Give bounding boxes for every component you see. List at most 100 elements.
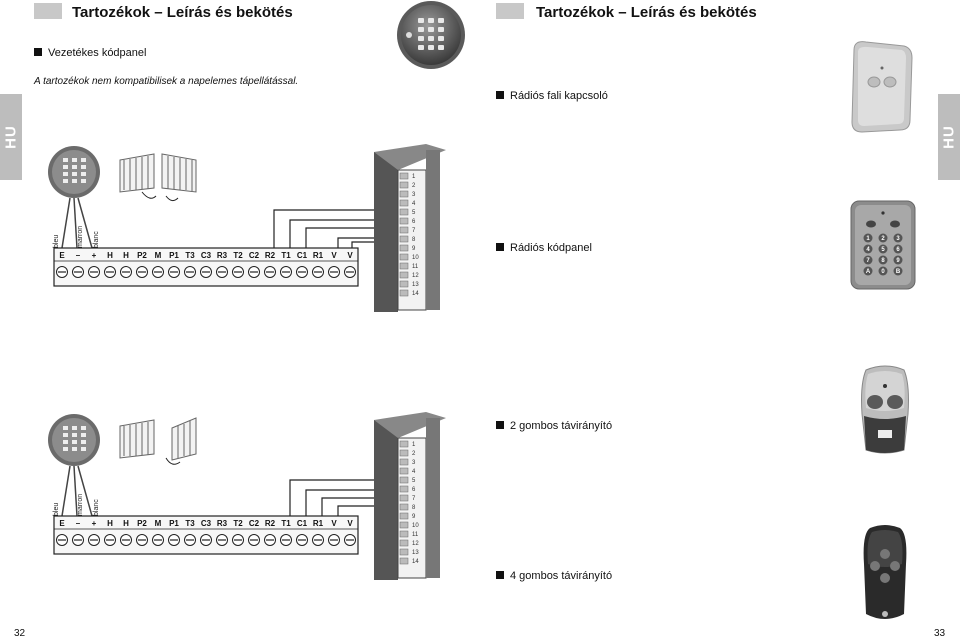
terminal-label: –: [76, 251, 81, 260]
keypad-key: [878, 244, 888, 254]
terminal-screw: [120, 266, 132, 278]
connector-number: 8: [412, 505, 416, 511]
terminal-label: E: [59, 251, 65, 260]
connector-pin: [399, 208, 409, 216]
terminal-label: C1: [297, 519, 308, 528]
terminal-screw: [168, 534, 180, 546]
terminal-screw: [344, 266, 356, 278]
wire-label-marron: marron: [77, 494, 84, 516]
page-number: 33: [934, 628, 946, 639]
connector-pin: [399, 458, 409, 466]
single-swing-gate-icon: [119, 417, 197, 465]
connector-pin: [399, 530, 409, 538]
terminal-label: V: [347, 251, 353, 260]
keypad-key: [878, 255, 888, 265]
2-button-remote-photo: [861, 365, 909, 454]
terminal-screw: [232, 266, 244, 278]
terminal-label: T3: [185, 251, 195, 260]
connector-pin: [399, 548, 409, 556]
connector-pin: [399, 226, 409, 234]
language-tab-label: HU: [2, 125, 20, 149]
connector-number: 3: [412, 192, 416, 198]
bullet-square-icon: [496, 421, 504, 429]
terminal-screw: [104, 534, 116, 546]
terminal-screw: [72, 534, 84, 546]
terminal-screw: [232, 534, 244, 546]
connector-number: 4: [412, 469, 416, 475]
keypad-key-label: 1: [866, 236, 870, 242]
connector-pin: [399, 217, 409, 225]
radio-wall-switch-photo: [851, 41, 913, 133]
terminal-label: C2: [249, 251, 260, 260]
terminal-screw: [120, 534, 132, 546]
terminal-label: R2: [265, 251, 276, 260]
connector-number: 5: [412, 210, 416, 216]
section-title-text: Rádiós fali kapcsoló: [510, 90, 608, 102]
terminal-screw: [312, 266, 324, 278]
terminal-label: R1: [313, 251, 324, 260]
header-marker: [34, 3, 62, 19]
terminal-screw: [264, 534, 276, 546]
section-title-2-button-remote: 2 gombos távirányító: [496, 420, 612, 432]
language-tab-label: HU: [940, 125, 958, 149]
terminal-screw: [216, 266, 228, 278]
connector-pin: [399, 521, 409, 529]
connector-pin: [399, 476, 409, 484]
keypad-key-label: 8: [881, 258, 885, 264]
terminal-screw: [168, 266, 180, 278]
terminal-screw: [56, 534, 68, 546]
terminal-label: H: [123, 251, 129, 260]
connector-number: 7: [412, 228, 416, 234]
keypad-key: [878, 233, 888, 243]
wire-label-blanc: blanc: [93, 231, 100, 248]
connector-number: 14: [412, 559, 419, 565]
connector-number: 2: [412, 183, 416, 189]
keypad-key: [878, 266, 888, 276]
terminal-screw: [104, 266, 116, 278]
connector-pin: [399, 172, 409, 180]
terminal-label: H: [123, 519, 129, 528]
connector-pin: [399, 235, 409, 243]
connector-pin: [399, 181, 409, 189]
connector-number: 1: [412, 174, 416, 180]
terminal-label: R3: [217, 251, 228, 260]
keypad-key: [863, 244, 873, 254]
terminal-label: E: [59, 519, 65, 528]
wire-label-bleu: bleu: [53, 503, 60, 516]
terminal-label: R1: [313, 519, 324, 528]
terminal-screw: [200, 266, 212, 278]
terminal-screw: [296, 534, 308, 546]
connector-number: 3: [412, 460, 416, 466]
connector-number: 12: [412, 541, 419, 547]
keypad-key-label: 6: [896, 247, 900, 253]
terminal-screw: [184, 266, 196, 278]
connector-pin: [399, 190, 409, 198]
bullet-square-icon: [496, 243, 504, 251]
keypad-key-label: 3: [896, 236, 900, 242]
terminal-label: T2: [233, 519, 243, 528]
terminal-label: H: [107, 251, 113, 260]
bullet-square-icon: [34, 48, 42, 56]
terminal-label: P1: [169, 519, 179, 528]
keypad-key: [863, 266, 873, 276]
terminal-label: T3: [185, 519, 195, 528]
keypad-key-label: 9: [896, 258, 900, 264]
connector-pin: [399, 539, 409, 547]
terminal-label: T1: [281, 251, 291, 260]
connector-number: 9: [412, 246, 416, 252]
terminal-screw: [200, 534, 212, 546]
left-page: Tartozékok – Leírás és bekötés Vezetékes…: [0, 1, 465, 639]
keypad-key-label: 4: [866, 247, 870, 253]
wire-label-blanc: blanc: [93, 499, 100, 516]
terminal-screw: [312, 534, 324, 546]
language-tab: HU: [0, 94, 22, 180]
page-title: Tartozékok – Leírás és bekötés: [72, 4, 293, 21]
connector-pin: [399, 440, 409, 448]
keypad-key: [863, 233, 873, 243]
connector-number: 2: [412, 451, 416, 457]
